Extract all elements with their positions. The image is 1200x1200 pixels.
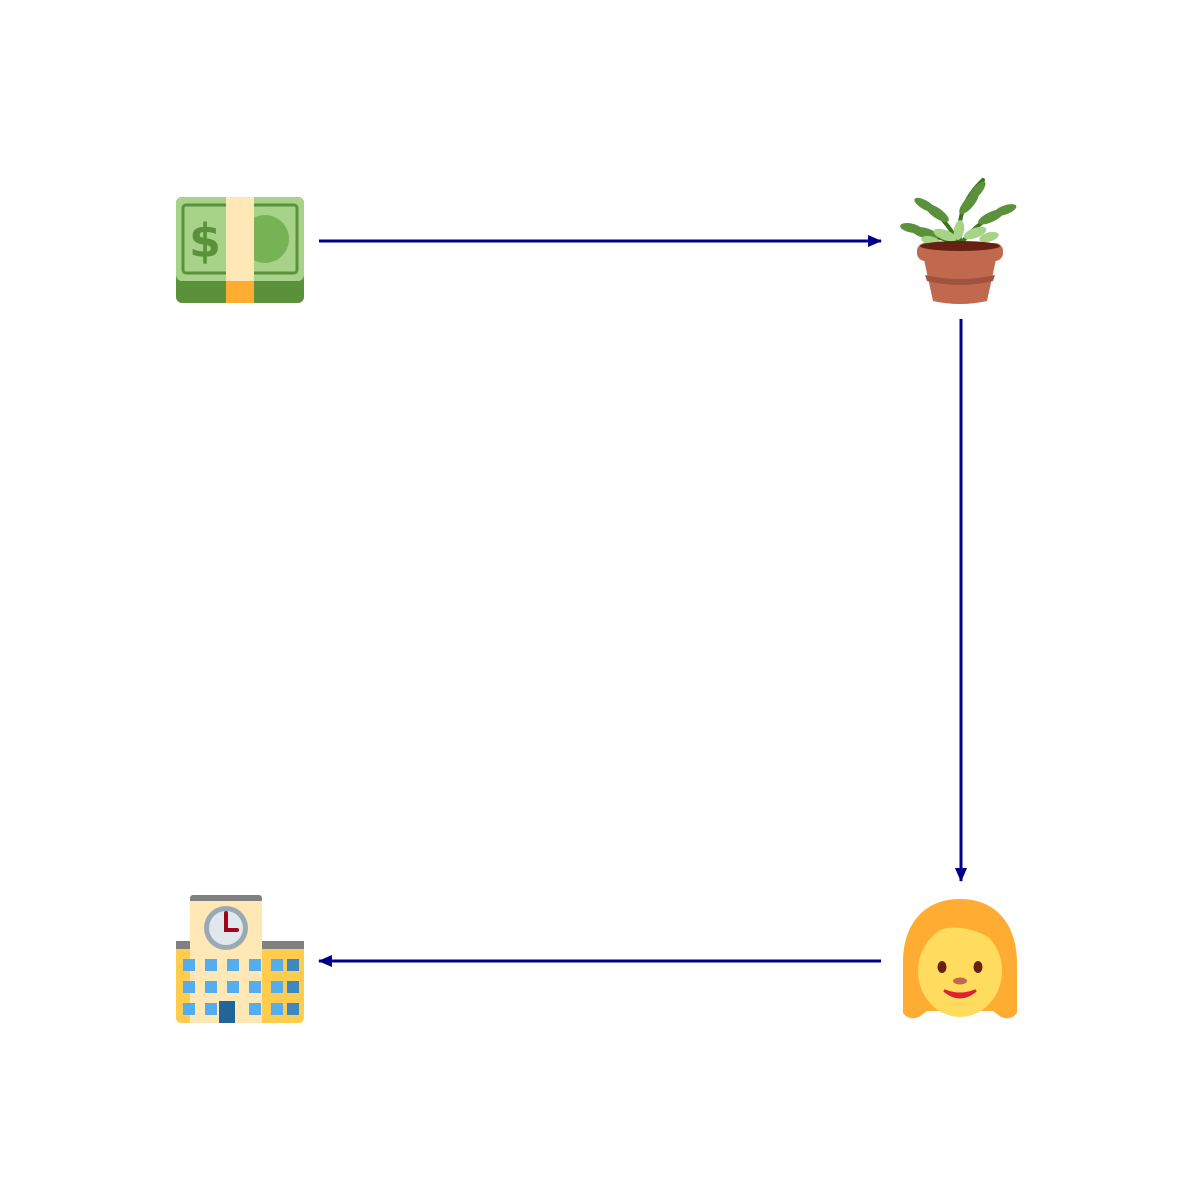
office-building-icon [175, 895, 305, 1025]
potted-plant-icon [895, 175, 1025, 305]
woman-icon [895, 895, 1025, 1025]
dollar-banknote-icon: $ [175, 175, 305, 305]
svg-text:$: $ [189, 214, 221, 268]
